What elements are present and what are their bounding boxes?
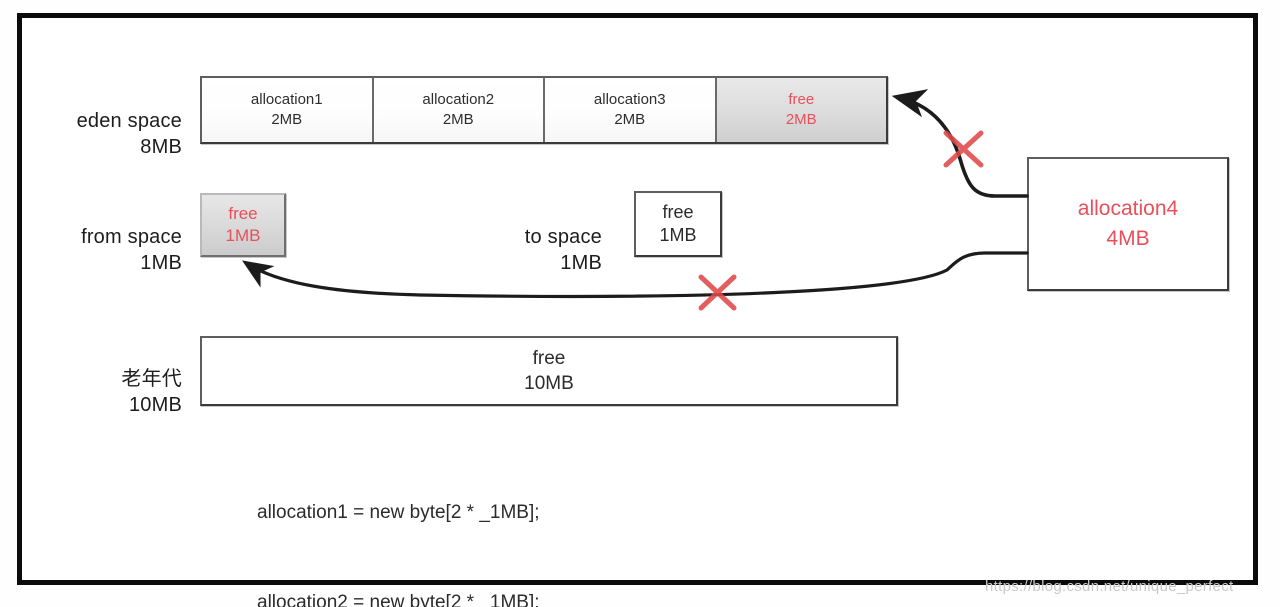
from-space-box-line2: 1MB <box>225 226 261 245</box>
eden-cell-allocation1: allocation1 2MB <box>202 78 374 142</box>
code-line-2: allocation2 = new byte[2 * _1MB]; <box>257 592 540 607</box>
eden-cell-free-name: free <box>788 91 815 108</box>
old-generation-box-line1: free <box>532 348 566 369</box>
to-space-label-line2: 1MB <box>560 252 602 274</box>
old-generation-free-box: free 10MB <box>200 336 898 406</box>
eden-space-label: eden space 8MB <box>20 82 182 186</box>
eden-cell-allocation3-name: allocation3 <box>593 91 666 108</box>
from-space-label-line2: 1MB <box>140 252 182 274</box>
old-generation-box-line2: 10MB <box>524 373 574 394</box>
code-listing: allocation1 = new byte[2 * _1MB]; alloca… <box>257 438 540 607</box>
from-space-label-line1: from space <box>81 226 182 248</box>
eden-cell-allocation2: allocation2 2MB <box>373 78 545 142</box>
eden-space-label-line2: 8MB <box>140 136 182 158</box>
eden-cell-allocation2-name: allocation2 <box>422 91 495 108</box>
allocation4-size: 4MB <box>1106 227 1150 250</box>
eden-cell-allocation1-name: allocation1 <box>250 91 323 108</box>
old-generation-label-line2: 10MB <box>128 394 182 416</box>
eden-space-strip: allocation1 2MB allocation2 2MB allocati… <box>200 76 888 144</box>
allocation4-box: allocation4 4MB <box>1027 157 1229 291</box>
eden-space-label-line1: eden space <box>76 110 182 132</box>
to-space-label-line1: to space <box>524 226 602 248</box>
to-space-box-line2: 1MB <box>659 225 697 245</box>
eden-cell-free: free 2MB <box>716 78 886 142</box>
from-space-box-line1: free <box>228 204 258 223</box>
eden-cell-allocation3-size: 2MB <box>614 111 646 128</box>
to-space-free-box: free 1MB <box>634 191 722 257</box>
eden-cell-allocation1-size: 2MB <box>271 111 303 128</box>
eden-cell-free-size: 2MB <box>785 111 817 128</box>
to-space-box-line1: free <box>662 202 694 222</box>
from-space-free-box: free 1MB <box>200 193 286 257</box>
from-space-label: from space 1MB <box>20 198 182 302</box>
code-line-1: allocation1 = new byte[2 * _1MB]; <box>257 502 540 523</box>
old-generation-label: 老年代 10MB <box>20 340 182 444</box>
to-space-label: to space 1MB <box>440 198 602 302</box>
eden-cell-allocation3: allocation3 2MB <box>545 78 717 142</box>
watermark-text: https://blog.csdn.net/unique_perfect <box>985 578 1234 595</box>
eden-cell-allocation2-size: 2MB <box>442 111 474 128</box>
old-generation-label-line1: 老年代 <box>121 368 182 390</box>
allocation4-name: allocation4 <box>1077 197 1179 220</box>
